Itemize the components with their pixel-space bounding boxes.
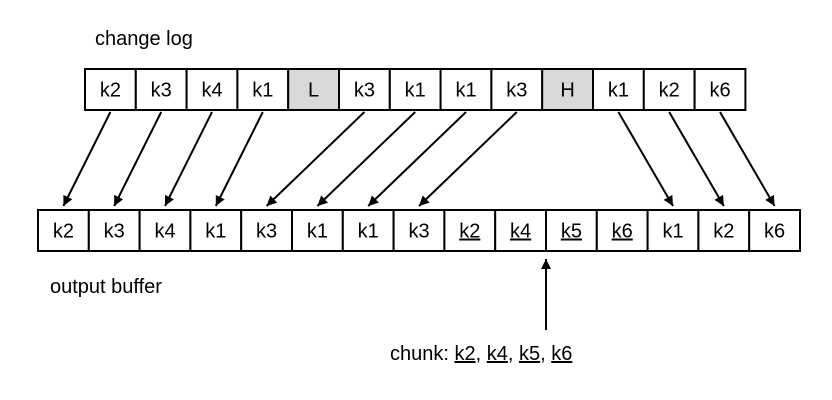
- mapping-arrows: [62, 111, 776, 207]
- output-buffer-cell: k1: [189, 209, 243, 252]
- chunk-prefix: chunk:: [390, 343, 454, 365]
- cell-label: k2: [713, 221, 734, 243]
- cell-label: k1: [405, 80, 426, 102]
- mapping-arrow: [617, 111, 674, 207]
- cell-label: k6: [612, 221, 633, 243]
- cell-label: k5: [561, 221, 582, 243]
- change-log-cell: k3: [490, 68, 544, 111]
- chunk-key: k6: [551, 343, 572, 365]
- output-buffer-cell: k6: [748, 209, 802, 252]
- cell-label: k6: [709, 80, 730, 102]
- cell-label: k1: [662, 221, 683, 243]
- output-buffer-chunk-cell: k4: [494, 209, 548, 252]
- chunk-key: k2: [454, 343, 475, 365]
- output-buffer-label: output buffer: [50, 276, 162, 298]
- change-log-cell: k4: [185, 68, 239, 111]
- cell-label: k1: [455, 80, 476, 102]
- output-buffer-cell: k1: [291, 209, 344, 252]
- mapping-arrow: [316, 111, 416, 207]
- cell-label: k4: [510, 221, 531, 243]
- output-buffer-cell: k2: [697, 209, 751, 252]
- cell-label: k3: [256, 221, 277, 243]
- cell-label: k1: [358, 221, 379, 243]
- change-log-cell: k2: [642, 68, 696, 111]
- change-log-cell: k1: [236, 68, 290, 111]
- cell-label: k1: [307, 221, 328, 243]
- cell-label: k6: [764, 221, 785, 243]
- output-buffer-cell: k3: [87, 209, 141, 252]
- chunk-separator: ,: [476, 343, 487, 365]
- output-buffer-cell: k1: [646, 209, 700, 252]
- cell-label: k3: [151, 80, 172, 102]
- change-log-marker-cell: L: [287, 68, 341, 111]
- chunk-separator: ,: [540, 343, 551, 365]
- cell-label: k3: [506, 80, 527, 102]
- cell-label: L: [308, 80, 319, 102]
- output-buffer-row: k2 k3 k4 k1 k3 k1 k1 k3 k2 k4 k5 k6 k1 k2 k6: [37, 209, 802, 252]
- change-log-label: change log: [95, 28, 193, 50]
- chunk-key: k4: [487, 343, 508, 365]
- mapping-arrow: [367, 111, 467, 207]
- mapping-arrow: [719, 111, 776, 207]
- mapping-arrow: [214, 111, 264, 207]
- cell-label: k3: [354, 80, 375, 102]
- mapping-arrow: [668, 111, 725, 207]
- output-buffer-chunk-cell: k5: [545, 209, 598, 252]
- change-log-cell: k6: [693, 68, 747, 111]
- chunk-key: k5: [519, 343, 540, 365]
- cell-label: k4: [201, 80, 222, 102]
- cell-label: k2: [100, 80, 121, 102]
- change-log-cell: k1: [592, 68, 645, 111]
- cell-label: k4: [154, 221, 175, 243]
- chunk-separator: ,: [508, 343, 519, 365]
- mapping-arrow: [62, 111, 112, 207]
- output-buffer-cell: k1: [341, 209, 395, 252]
- cell-label: H: [560, 80, 574, 102]
- output-buffer-cell: k4: [138, 209, 192, 252]
- change-log-cell: k1: [388, 68, 442, 111]
- chunk-caption: chunk: k2, k4, k5, k6: [390, 343, 572, 365]
- output-buffer-cell: k2: [37, 209, 90, 252]
- output-buffer-cell: k3: [240, 209, 293, 252]
- cell-label: k2: [459, 221, 480, 243]
- change-log-cell: k1: [439, 68, 493, 111]
- change-log-cell: k3: [134, 68, 188, 111]
- output-buffer-chunk-cell: k2: [443, 209, 497, 252]
- output-buffer-cell: k3: [392, 209, 446, 252]
- change-log-marker-cell: H: [541, 68, 595, 111]
- mapping-arrow: [164, 111, 213, 207]
- mapping-arrow: [265, 111, 366, 207]
- cell-label: k3: [104, 221, 125, 243]
- cell-label: k2: [659, 80, 680, 102]
- mapping-arrow: [113, 111, 163, 207]
- cell-label: k1: [608, 80, 629, 102]
- change-log-cell: k3: [338, 68, 391, 111]
- cell-label: k1: [252, 80, 273, 102]
- cell-label: k2: [53, 221, 74, 243]
- cell-label: k1: [205, 221, 226, 243]
- change-log-cell: k2: [84, 68, 137, 111]
- cell-label: k3: [408, 221, 429, 243]
- mapping-arrow: [418, 111, 518, 207]
- output-buffer-chunk-cell: k6: [595, 209, 649, 252]
